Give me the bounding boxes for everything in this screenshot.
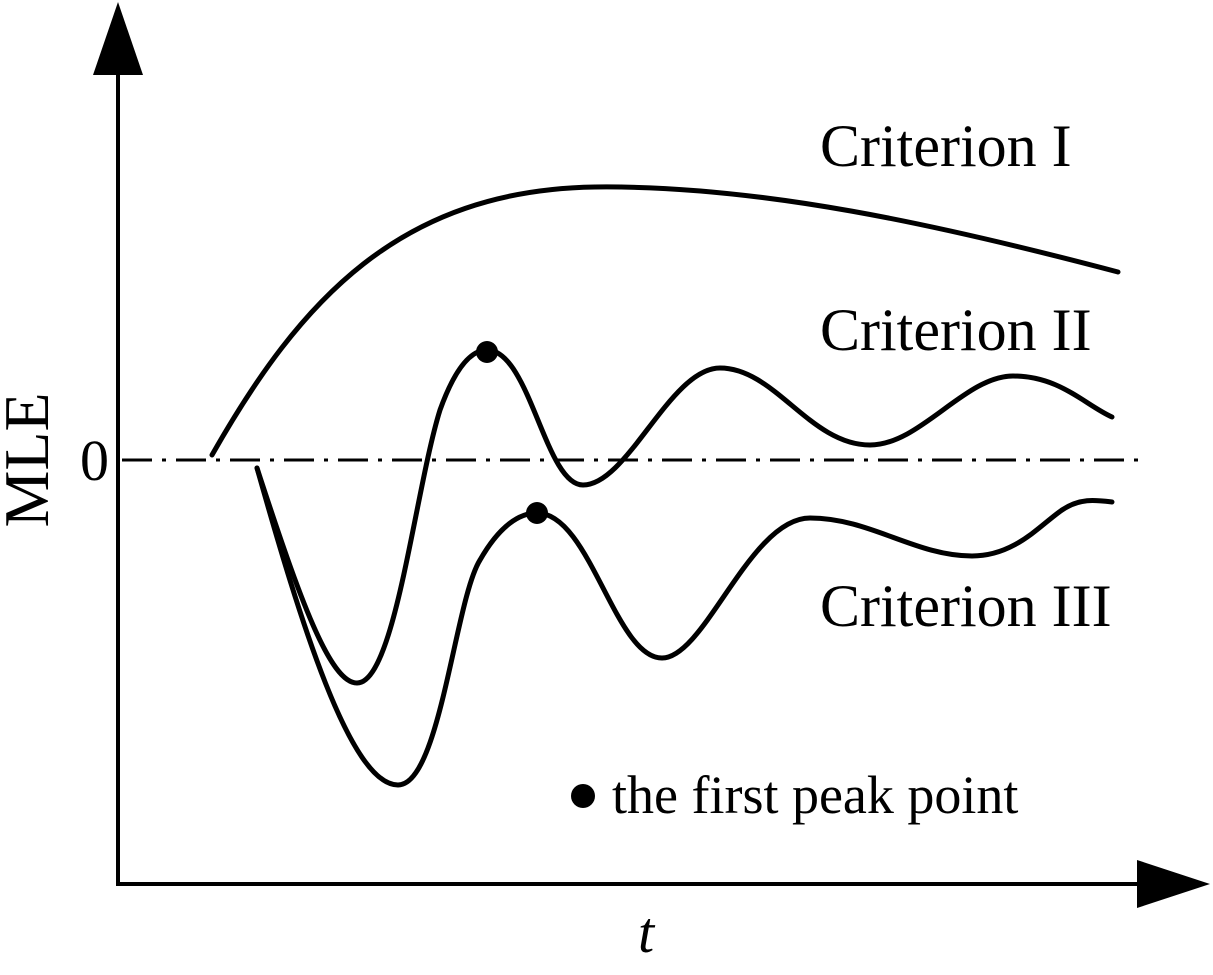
first-peak-point-criterion-2: [476, 341, 498, 363]
legend-text: the first peak point: [612, 765, 1018, 825]
zero-tick-label: 0: [80, 428, 109, 493]
y-axis-label: MLE: [0, 392, 62, 527]
curve-criterion-2: [254, 347, 1115, 686]
label-criterion-2: Criterion II: [820, 297, 1092, 363]
label-criterion-1: Criterion I: [820, 113, 1072, 179]
x-axis-arrowhead: [1137, 860, 1210, 908]
x-axis-label: t: [638, 900, 656, 965]
curve-criterion-3: [254, 465, 1115, 788]
y-axis-arrowhead: [93, 2, 143, 75]
label-criterion-3: Criterion III: [820, 573, 1112, 639]
legend-peak-marker: [571, 784, 595, 808]
curve-criterion-1: [209, 184, 1121, 458]
first-peak-point-criterion-3: [526, 502, 548, 524]
